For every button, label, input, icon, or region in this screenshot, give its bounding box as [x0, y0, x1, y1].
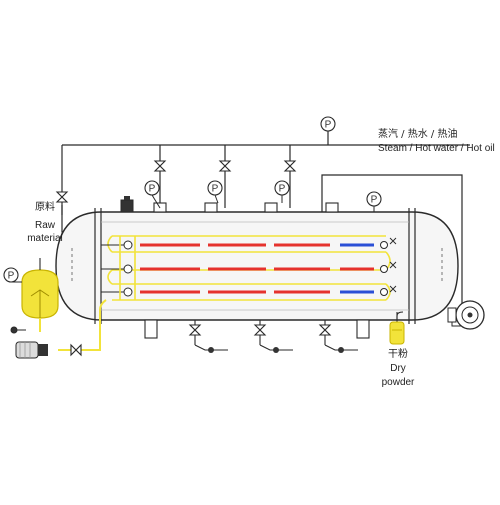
pressure-gauge-icon: P	[320, 116, 336, 132]
steam-trap-icons	[208, 347, 344, 353]
valve-icon	[318, 324, 332, 336]
supply-label-cn: 蒸汽 / 热水 / 热油	[378, 129, 458, 140]
raw-material-label-en-1: Raw	[34, 220, 55, 231]
internal-manifold	[119, 236, 136, 300]
supply-label-en: Steam / Hot water / Hot oil	[378, 143, 495, 154]
pressure-gauge-icon: P	[366, 191, 382, 212]
supply-header-piping	[61, 131, 470, 233]
valve-icon	[253, 324, 267, 336]
gauge-letter: P	[325, 120, 332, 131]
gauge-letter: P	[279, 184, 286, 195]
valve-icon	[188, 324, 202, 336]
dry-powder-label-cn: 干粉	[388, 349, 408, 360]
valve-icon	[283, 160, 297, 172]
feed-pump	[15, 341, 48, 359]
support-legs	[144, 319, 370, 339]
valve-icon	[218, 160, 232, 172]
condensate-drains	[194, 320, 358, 351]
pressure-gauge-icon: P	[144, 180, 161, 209]
gauge-letter: P	[8, 271, 15, 282]
pressure-gauge-icon: P	[274, 180, 290, 203]
gauge-letter: P	[149, 184, 156, 195]
vapor-outlet-piping	[321, 174, 463, 318]
valve-icon	[55, 191, 69, 203]
valves	[55, 160, 332, 357]
raw-material-tank	[21, 258, 59, 319]
gauge-letter: P	[212, 184, 219, 195]
top-nozzles	[153, 202, 339, 213]
pressure-gauge-icon: P	[207, 180, 223, 204]
agitator-motor	[120, 196, 134, 213]
pressure-gauges: P P P P P P	[3, 116, 382, 283]
dry-powder-label-en-2: powder	[381, 377, 415, 388]
valve-icon	[153, 160, 167, 172]
raw-material-label-en-2: material	[27, 233, 63, 244]
pressure-gauge-icon: P	[3, 267, 22, 283]
dry-powder-label-en-1: Dry	[390, 363, 406, 374]
vacuum-pump	[447, 300, 485, 330]
vacuum-dryer-vessel	[55, 208, 459, 324]
dry-powder-receiver	[389, 321, 405, 345]
tank-drain	[10, 326, 26, 334]
valve-icon	[70, 343, 82, 357]
heating-coils	[101, 235, 397, 301]
gauge-letter: P	[371, 195, 378, 206]
feed-line	[39, 299, 107, 351]
raw-material-label-cn: 原料	[35, 202, 55, 213]
